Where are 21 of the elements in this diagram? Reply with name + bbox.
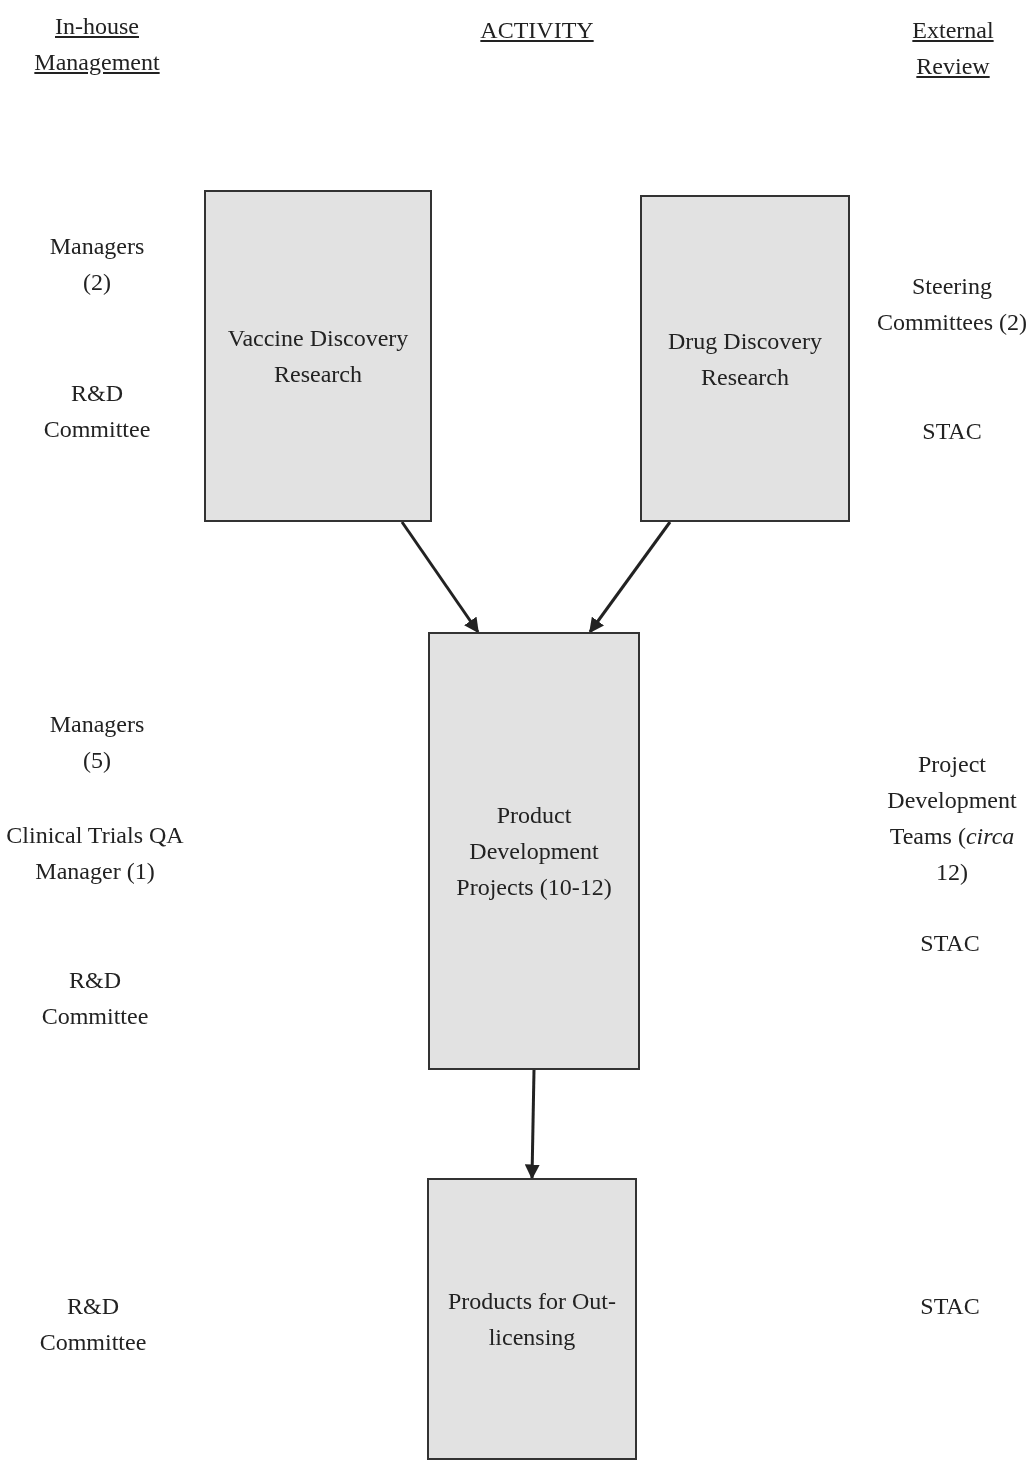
- column-heading: In-house Management: [33, 12, 161, 77]
- activity-box: Products for Out-licensing: [427, 1178, 637, 1460]
- activity-box: Drug Discovery Research: [640, 195, 850, 522]
- role-label: STAC: [919, 1292, 981, 1321]
- role-label: Project Development Teams (circa 12): [886, 750, 1018, 887]
- arrow: [588, 521, 672, 634]
- column-heading: External Review: [911, 16, 995, 81]
- arrow: [400, 521, 480, 634]
- arrow: [524, 1069, 540, 1180]
- role-label: Managers (2): [48, 232, 146, 297]
- role-label: Managers (5): [48, 710, 146, 775]
- role-label: R&D Committee: [38, 1292, 148, 1357]
- role-label: R&D Committee: [42, 379, 152, 444]
- role-label: Clinical Trials QA Manager (1): [5, 821, 185, 886]
- activity-box: Vaccine Discovery Research: [204, 190, 432, 522]
- role-label: STAC: [919, 929, 981, 958]
- role-label: STAC: [921, 417, 983, 446]
- role-label: R&D Committee: [40, 966, 150, 1031]
- activity-box: Product Development Projects (10-12): [428, 632, 640, 1070]
- role-label: Steering Committees (2): [877, 272, 1027, 337]
- column-heading: ACTIVITY: [479, 16, 595, 45]
